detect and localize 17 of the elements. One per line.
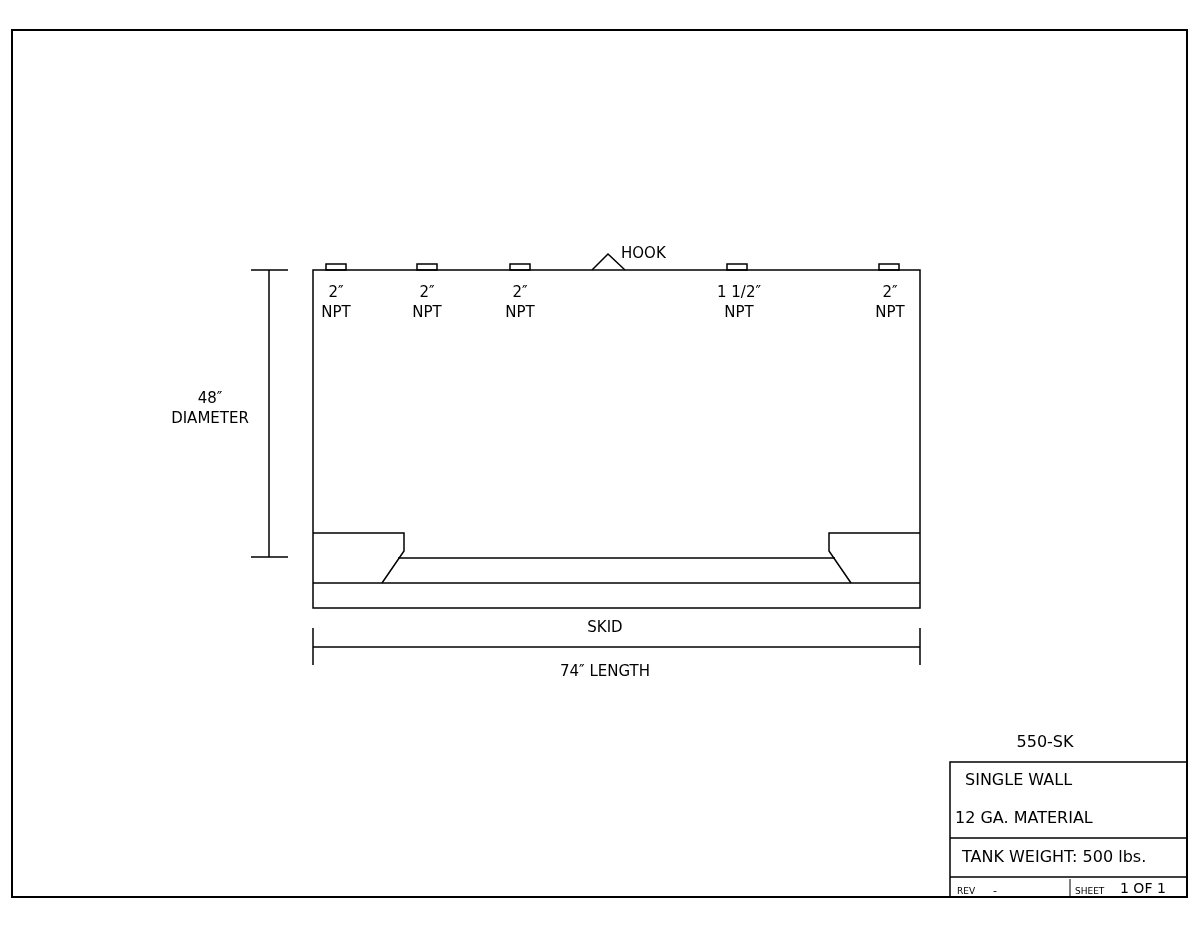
spec-text: TANK WEIGHT: 500 lbs.	[962, 847, 1147, 867]
fitting-label: 2″ NPT	[504, 282, 536, 322]
part-label: HOOK	[621, 243, 666, 263]
field-value: -	[993, 883, 997, 899]
fitting-label: 2″ NPT	[320, 282, 352, 322]
part-label: SKID	[586, 617, 624, 637]
dimension-label: 74″ LENGTH	[558, 661, 651, 681]
dimension-label: 48″ DIAMETER	[170, 388, 250, 428]
field-label: REV	[957, 885, 976, 898]
drawing-number: 550-SK	[1015, 732, 1075, 752]
spec-text: SINGLE WALL	[965, 770, 1073, 790]
fitting-label: 2″ NPT	[411, 282, 443, 322]
fitting-label: 2″ NPT	[874, 282, 906, 322]
fitting-label: 1 1/2″ NPT	[715, 282, 763, 322]
field-label: SHEET	[1075, 885, 1105, 898]
spec-text: 12 GA. MATERIAL	[955, 808, 1093, 828]
field-value: 1 OF 1	[1120, 879, 1166, 898]
